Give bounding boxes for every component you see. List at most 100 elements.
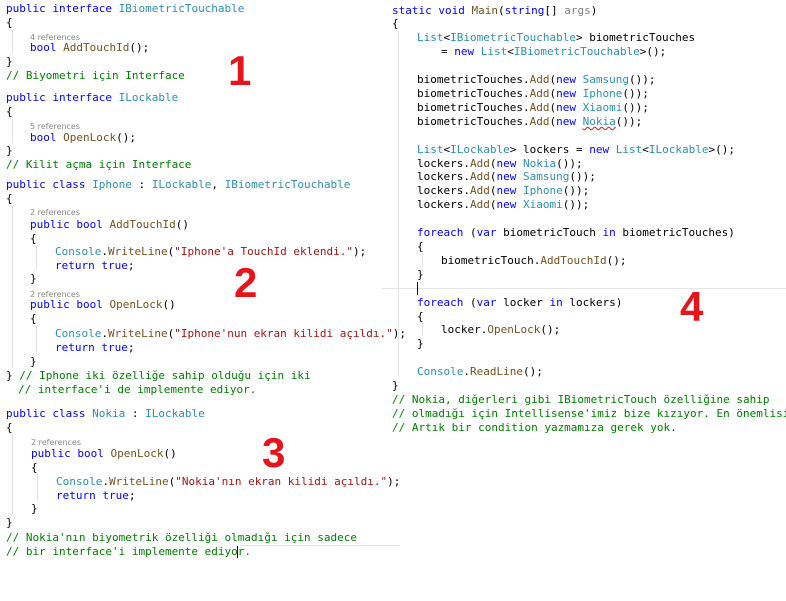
indent-guide xyxy=(422,322,423,336)
identifier-token: ) xyxy=(590,4,598,17)
code-line: Console.WriteLine("Nokia'nın ekran kilid… xyxy=(56,475,400,489)
identifier-token: ; xyxy=(127,259,135,272)
indent-guide xyxy=(36,246,37,270)
identifier-token: < xyxy=(443,31,451,44)
method-token: Main xyxy=(471,4,498,17)
keyword-token: public interface xyxy=(6,91,119,104)
identifier-token: } xyxy=(417,337,424,350)
code-line: } xyxy=(6,144,13,158)
identifier-token: < xyxy=(642,143,649,156)
comment-token: // Artık bir condition yazmamıza gerek y… xyxy=(392,421,677,434)
method-token: Add xyxy=(529,87,550,100)
code-line: } xyxy=(30,272,37,286)
keyword-token: return true xyxy=(55,259,128,272)
keyword-token: bool xyxy=(30,41,64,54)
indent-guide xyxy=(12,119,13,143)
method-token: OpenLock xyxy=(63,131,117,144)
comment-token: // Iphone iki özelliğe sahip olduğu için… xyxy=(19,369,311,382)
identifier-token: ( xyxy=(489,170,497,183)
indent-guide xyxy=(12,30,13,54)
type-token: Samsung xyxy=(522,170,570,183)
code-line: { xyxy=(6,105,13,119)
code-line: } xyxy=(31,502,38,516)
keyword-token: bool xyxy=(30,131,64,144)
code-line: bool OpenLock(); xyxy=(30,131,136,145)
keyword-token: var xyxy=(476,226,504,239)
identifier-token: } xyxy=(30,355,37,368)
identifier-token: ( xyxy=(469,296,477,309)
method-token: ReadLine xyxy=(469,365,523,378)
separator-line xyxy=(240,545,400,546)
identifier-token: { xyxy=(6,105,13,118)
codelens-references[interactable]: 2 references xyxy=(30,290,80,299)
identifier-token: ( xyxy=(489,157,497,170)
code-pane-left[interactable]: public interface IBiometricTouchable {4 r… xyxy=(0,0,406,560)
code-line: public bool OpenLock() xyxy=(31,447,177,461)
identifier-token: . xyxy=(463,365,470,378)
codelens-references[interactable]: 5 references xyxy=(30,122,80,131)
type-token: Iphone xyxy=(92,178,132,191)
identifier-token: ()); xyxy=(622,87,649,100)
code-line: biometricTouch.AddTouchId(); xyxy=(441,254,626,268)
code-line: } xyxy=(30,355,37,369)
keyword-token: public class xyxy=(6,407,93,420)
identifier-token: biometricTouches. xyxy=(417,87,530,100)
comment-token: // Kilit açma için Interface xyxy=(6,158,192,171)
type-token: Console xyxy=(55,327,102,340)
identifier-token: ()); xyxy=(569,170,596,183)
type-token: List xyxy=(417,143,444,156)
annotation-number-4: 4 xyxy=(680,283,704,330)
code-line: { xyxy=(6,421,13,435)
keyword-token: foreach xyxy=(417,226,470,239)
identifier-token: ()); xyxy=(615,115,643,128)
codelens-references[interactable]: 2 references xyxy=(30,208,80,217)
keyword-token: public interface xyxy=(6,2,119,15)
code-line: foreach (var biometricTouch in biometric… xyxy=(417,226,735,240)
identifier-token: { xyxy=(417,310,424,323)
identifier-token: ()); xyxy=(562,184,590,197)
identifier-token: ( xyxy=(549,87,557,100)
code-line: // Artık bir condition yazmamıza gerek y… xyxy=(392,421,677,435)
code-line: { xyxy=(6,16,13,30)
type-token: ILockable xyxy=(145,407,205,420)
identifier-token: ; xyxy=(127,341,135,354)
identifier-token: ( xyxy=(549,101,557,114)
keyword-token: new xyxy=(496,157,523,170)
keyword-token: new xyxy=(556,101,583,114)
code-line: foreach (var locker in lockers) xyxy=(417,296,622,310)
identifier-token: { xyxy=(6,16,13,29)
identifier-token: biometricTouches. xyxy=(417,115,530,128)
comment-token: // olmadığı için Intellisense'imiz bize … xyxy=(392,407,786,420)
identifier-token: { xyxy=(30,312,37,325)
keyword-token: new xyxy=(496,198,523,211)
type-token: ILockable xyxy=(151,178,212,191)
identifier-token: < xyxy=(443,143,451,156)
code-line: } xyxy=(417,337,424,351)
code-line: public class Iphone : ILockable, IBiomet… xyxy=(6,178,350,192)
code-line: lockers.Add(new Samsung()); xyxy=(417,170,596,184)
keyword-token: new xyxy=(496,170,523,183)
type-token: IBiometricTouchable xyxy=(118,2,245,15)
code-line: public class Nokia : ILockable xyxy=(6,407,205,421)
identifier-token: locker. xyxy=(441,323,488,336)
identifier-token: { xyxy=(6,192,13,205)
code-line: return true; xyxy=(56,489,135,503)
type-token: Console xyxy=(417,365,464,378)
codelens-references[interactable]: 4 references xyxy=(30,33,80,42)
text-caret xyxy=(417,282,418,295)
code-line: { xyxy=(417,310,424,324)
parameter-token: args xyxy=(564,4,591,17)
identifier-token: = xyxy=(441,45,455,58)
code-line: { xyxy=(31,461,38,475)
code-line: public bool AddTouchId() xyxy=(30,218,189,232)
keyword-token: new xyxy=(454,45,481,58)
method-token: AddTouchId xyxy=(63,41,130,54)
identifier-token: > biometricTouches xyxy=(575,31,696,44)
identifier-token: (); xyxy=(129,41,150,54)
indent-guide xyxy=(12,206,13,368)
identifier-token: ( xyxy=(168,475,176,488)
identifier-token: () xyxy=(175,218,189,231)
code-pane-right[interactable]: static void Main(string[] args){List<IBi… xyxy=(382,0,786,440)
codelens-references[interactable]: 2 references xyxy=(31,438,81,447)
type-token: Console xyxy=(55,245,102,258)
